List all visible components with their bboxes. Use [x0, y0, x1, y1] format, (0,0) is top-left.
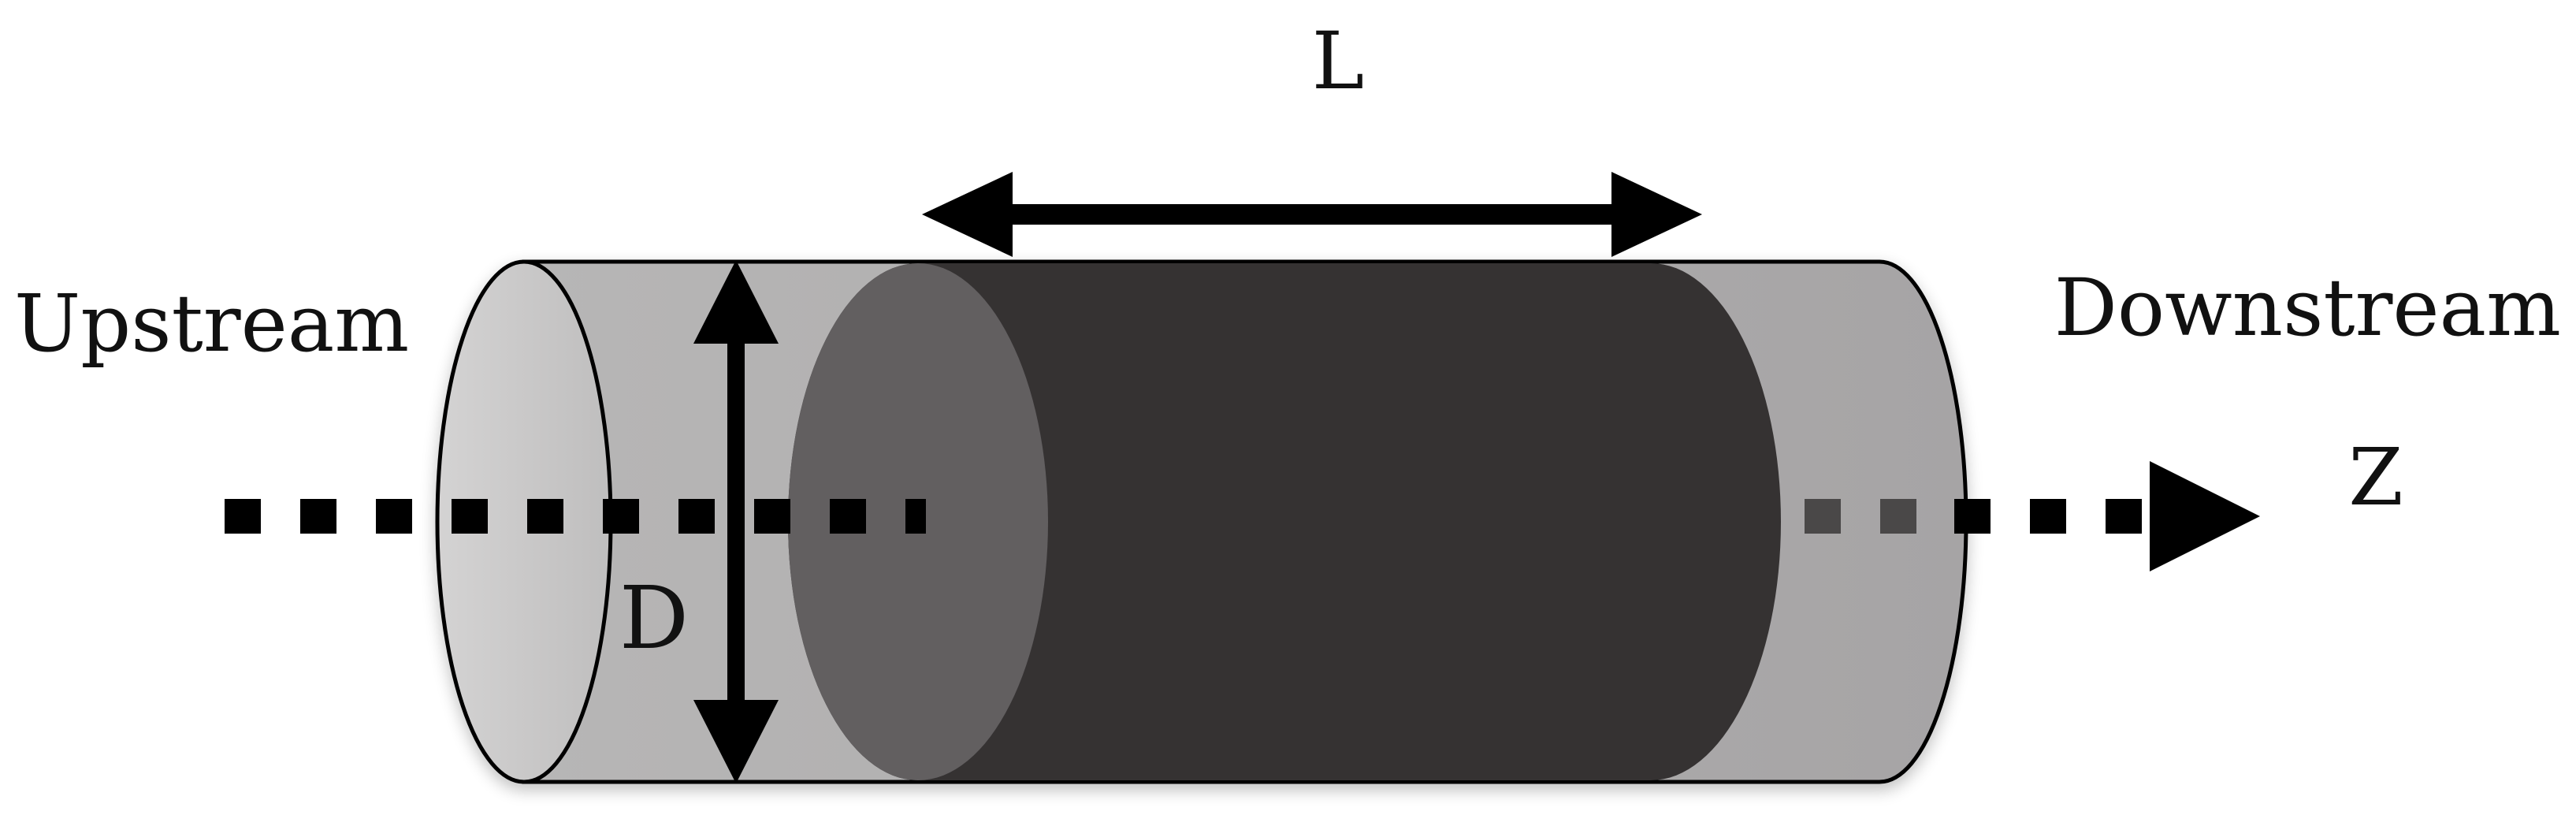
dark-section	[788, 263, 1781, 780]
tube	[435, 259, 1968, 784]
length-label: L	[1312, 15, 1364, 107]
downstream-label: Downstream	[2054, 262, 2561, 354]
length-arrow	[922, 172, 1702, 257]
axis-line	[225, 461, 2260, 571]
diameter-label: D	[619, 568, 689, 668]
upstream-label: Upstream	[14, 277, 409, 370]
axis-arrow-head	[2150, 461, 2260, 571]
diameter-arrow	[693, 260, 779, 783]
axis-label: Z	[2348, 431, 2403, 523]
